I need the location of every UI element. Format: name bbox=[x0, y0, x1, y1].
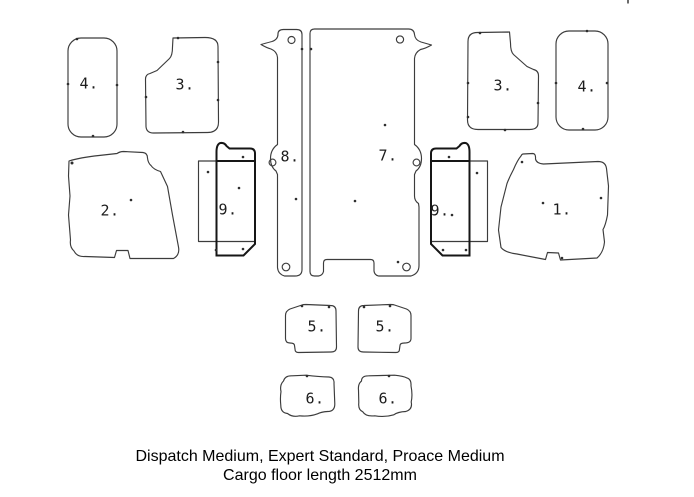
piece-8-arch-hole-icon bbox=[268, 158, 277, 167]
piece-7-arch-hole-icon bbox=[412, 158, 421, 167]
piece-7-outline bbox=[309, 28, 433, 277]
piece-7-top-hole-icon bbox=[395, 35, 405, 44]
piece-label-2: 2. bbox=[100, 201, 120, 220]
piece-3-right-outline bbox=[466, 31, 540, 131]
piece-4-right-outline bbox=[555, 30, 609, 131]
piece-7-bottom-hole-icon bbox=[402, 262, 411, 272]
piece-label-6-left: 6. bbox=[305, 389, 325, 408]
piece-9-left-thick-outline bbox=[215, 141, 256, 257]
piece-3-left-outline bbox=[144, 36, 220, 134]
piece-8-top-hole-icon bbox=[287, 35, 296, 45]
piece-label-7: 7. bbox=[378, 146, 398, 165]
piece-6-left-outline bbox=[279, 374, 336, 417]
piece-label-5-right: 5. bbox=[375, 317, 395, 336]
piece-label-1: 1. bbox=[552, 200, 572, 219]
piece-label-4-left: 4. bbox=[79, 74, 99, 93]
piece-label-9-left: 9. bbox=[218, 200, 238, 219]
piece-label-6-right: 6. bbox=[378, 389, 398, 408]
registration-dots bbox=[66, 29, 609, 378]
piece-label-4-right: 4. bbox=[577, 77, 597, 96]
piece-9-right-thick-outline bbox=[430, 141, 471, 257]
piece-8-bottom-hole-icon bbox=[281, 262, 291, 272]
caption-vehicle-models: Dispatch Medium, Expert Standard, Proace… bbox=[135, 448, 505, 465]
piece-label-3-right: 3. bbox=[493, 76, 513, 95]
piece-label-9-right: 9. bbox=[430, 201, 450, 220]
piece-label-5-left: 5. bbox=[307, 317, 327, 336]
piece-2-outline bbox=[67, 150, 180, 260]
piece-label-3-left: 3. bbox=[175, 75, 195, 94]
piece-label-8: 8. bbox=[280, 147, 300, 166]
caption-floor-length: Cargo floor length 2512mm bbox=[223, 467, 417, 484]
piece-8-outline bbox=[260, 28, 303, 277]
diagram-caption: Dispatch Medium, Expert Standard, Proace… bbox=[0, 447, 640, 485]
piece-1-outline bbox=[497, 152, 610, 261]
piece-5-right-outline bbox=[357, 303, 412, 354]
piece-6-right-outline bbox=[357, 374, 413, 418]
